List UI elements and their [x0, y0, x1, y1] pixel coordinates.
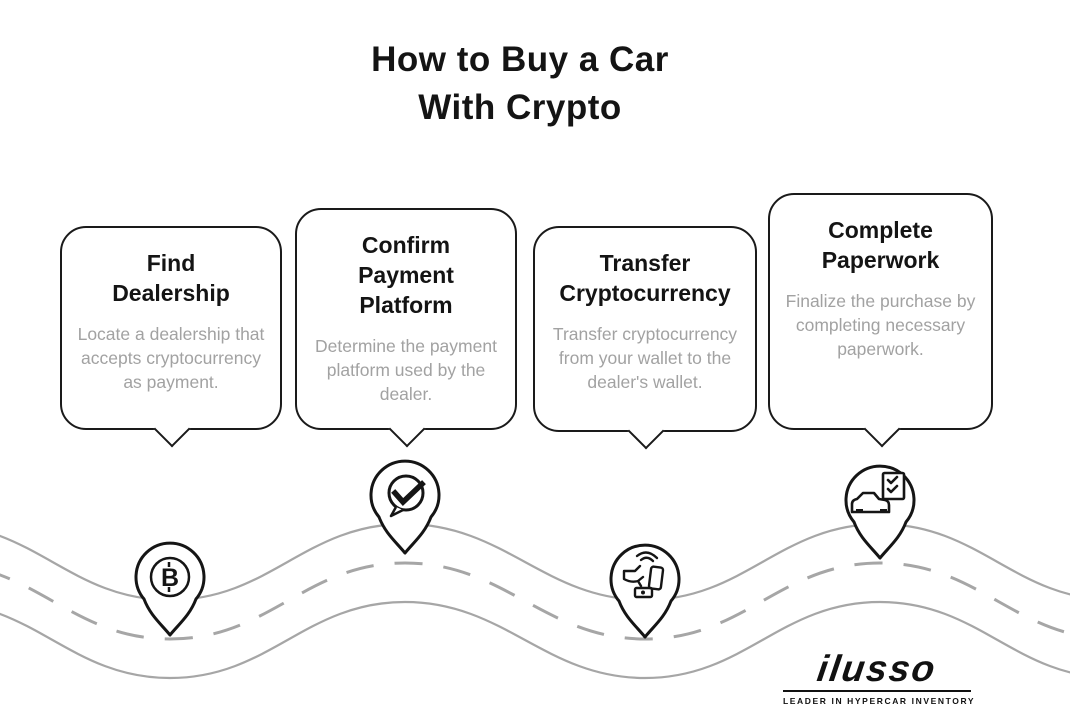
ilusso-wordmark: ilusso — [814, 648, 940, 689]
road-bottom-edge — [0, 600, 1070, 680]
step-bubble-complete-paperwork: Complete Paperwork Finalize the purchase… — [768, 193, 993, 448]
step-bubble-transfer-cryptocurrency: Transfer Cryptocurrency Transfer cryptoc… — [533, 226, 757, 450]
road-center-dashed-line — [0, 561, 1070, 641]
step-bubble-confirm-payment-platform: Confirm Payment Platform Determine the p… — [295, 208, 517, 448]
page-title: How to Buy a Car With Crypto — [0, 36, 1040, 132]
step-heading: Confirm Payment Platform — [358, 232, 454, 318]
car-checklist-pin-icon — [844, 464, 916, 560]
bitcoin-symbol: B — [161, 564, 179, 592]
page-title-line2: With Crypto — [418, 88, 622, 127]
road-top-edge — [0, 522, 1070, 602]
step-description: Locate a dealership that accepts cryptoc… — [77, 324, 265, 392]
step-heading: Transfer Cryptocurrency — [559, 250, 731, 306]
page-title-line1: How to Buy a Car — [371, 40, 669, 79]
step-description: Transfer cryptocurrency from your wallet… — [552, 324, 738, 392]
ilusso-tagline: LEADER IN HYPERCAR INVENTORY — [783, 690, 974, 706]
step-description: Determine the payment platform used by t… — [315, 336, 497, 404]
step-bubble-find-dealership: Find Dealership Locate a dealership that… — [60, 226, 282, 448]
bitcoin-pin-icon: B — [134, 541, 206, 637]
step-heading: Complete Paperwork — [821, 217, 940, 273]
ilusso-logo: ilusso LEADER IN HYPERCAR INVENTORY — [783, 648, 974, 706]
step-description: Finalize the purchase by completing nece… — [785, 291, 976, 359]
step-heading: Find Dealership — [112, 250, 230, 306]
chat-check-pin-icon — [369, 459, 441, 555]
mobile-payment-pin-icon — [609, 543, 681, 639]
